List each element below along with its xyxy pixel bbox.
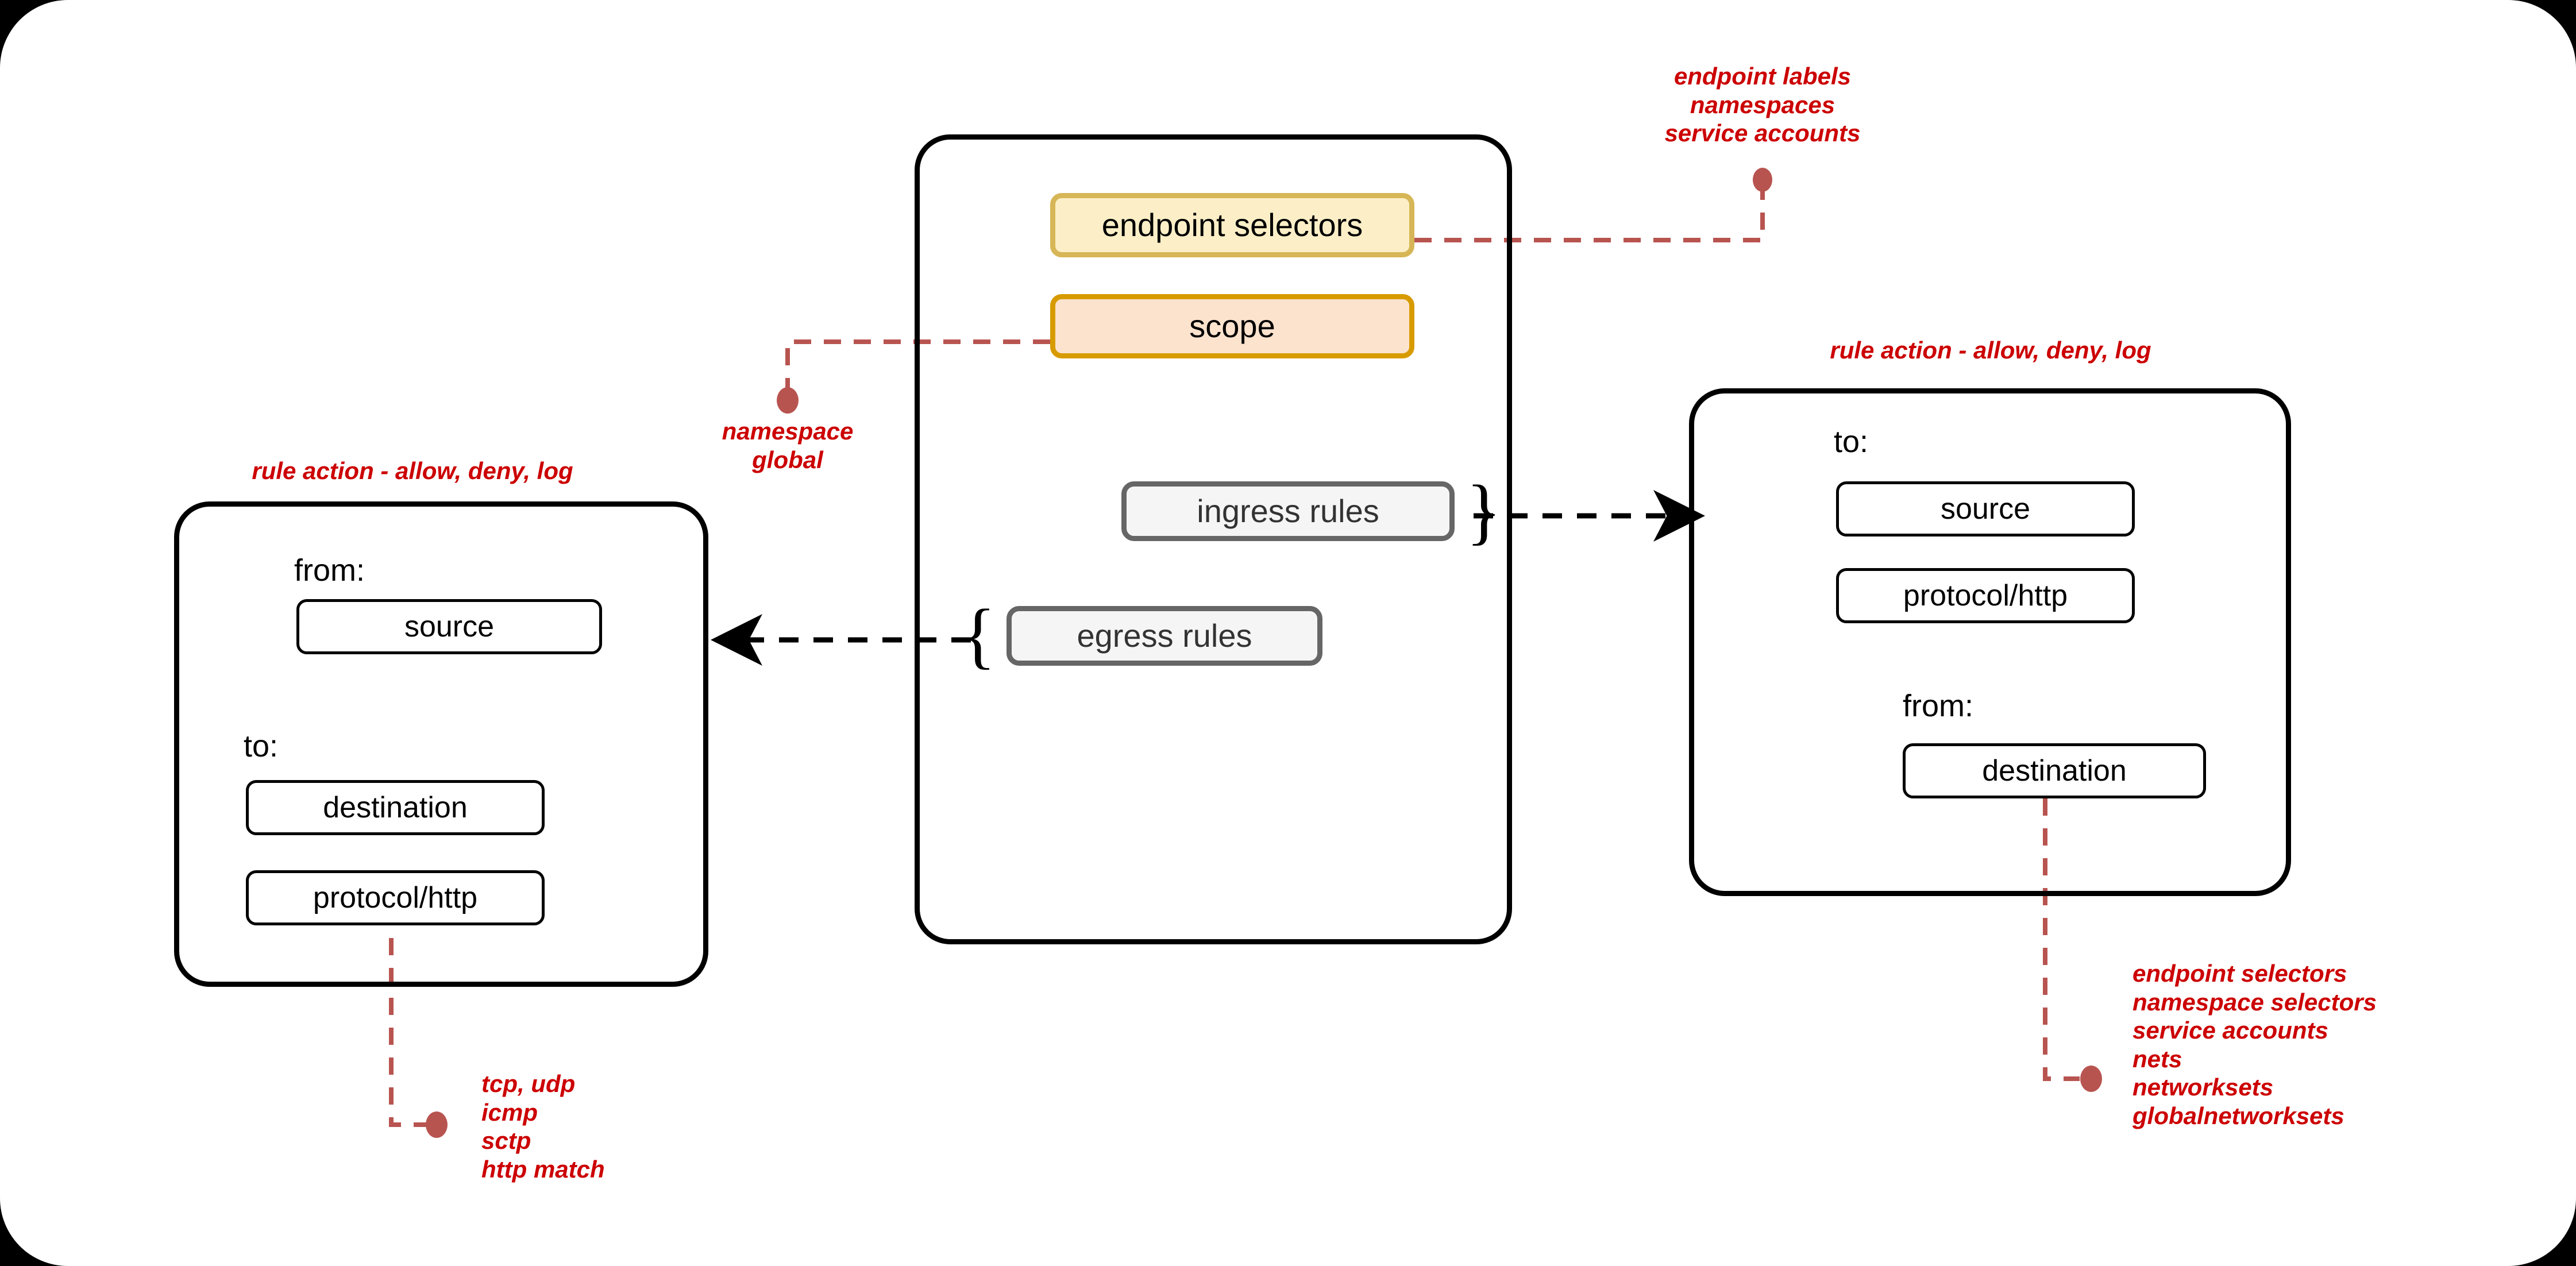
- scope-label: scope: [1189, 307, 1275, 344]
- egress-brace: {: [961, 595, 996, 676]
- endpoint-selectors-box[interactable]: endpoint selectors: [1050, 193, 1414, 257]
- egress-rules-label: egress rules: [1077, 617, 1252, 654]
- egress-rules-box[interactable]: egress rules: [1007, 606, 1322, 666]
- annotation-line: nets: [2132, 1045, 2182, 1072]
- ingress-to-source-box[interactable]: source: [1836, 481, 2135, 536]
- annotation-line: networksets: [2132, 1074, 2274, 1101]
- annotation-line: service accounts: [2132, 1017, 2328, 1044]
- annotation-destination: endpoint selectors namespace selectors s…: [2132, 959, 2569, 1130]
- annotation-line: tcp, udp: [481, 1070, 576, 1097]
- egress-heading-line: rule action - allow, deny, log: [252, 457, 573, 484]
- egress-from-label: from:: [294, 553, 365, 588]
- annotation-line: http match: [481, 1155, 605, 1183]
- ingress-from-destination-box[interactable]: destination: [1903, 743, 2206, 798]
- ingress-to-protocol-box[interactable]: protocol/http: [1836, 568, 2135, 623]
- scope-box[interactable]: scope: [1050, 294, 1414, 358]
- ingress-panel-heading: rule action - allow, deny, log: [1689, 336, 2292, 365]
- annotation-line: service accounts: [1664, 119, 1861, 147]
- annotation-line: namespaces: [1690, 91, 1835, 118]
- annotation-endpoint-selectors: endpoint labels namespaces service accou…: [1590, 62, 1935, 148]
- annotation-line: namespace: [722, 418, 854, 445]
- egress-to-protocol-label: protocol/http: [313, 881, 478, 914]
- ingress-rules-label: ingress rules: [1197, 492, 1379, 529]
- annotation-line: icmp: [481, 1098, 538, 1126]
- annotation-line: endpoint labels: [1673, 63, 1852, 90]
- ingress-brace: }: [1466, 470, 1502, 552]
- ingress-to-label: to:: [1834, 424, 1869, 459]
- ingress-rule-container: [1689, 388, 2291, 896]
- ingress-to-source-label: source: [1940, 492, 2031, 526]
- egress-to-protocol-box[interactable]: protocol/http: [246, 870, 545, 925]
- annotation-line: sctp: [481, 1127, 531, 1155]
- egress-panel-heading: rule action - allow, deny, log: [174, 457, 651, 485]
- policy-container: [915, 134, 1512, 944]
- ingress-from-label: from:: [1903, 689, 1974, 723]
- endpoint-selectors-label: endpoint selectors: [1101, 206, 1363, 243]
- ingress-from-destination-label: destination: [1982, 754, 2127, 788]
- annotation-line: globalnetworksets: [2132, 1102, 2344, 1129]
- ingress-to-protocol-label: protocol/http: [1903, 578, 2068, 612]
- ingress-rules-box[interactable]: ingress rules: [1121, 481, 1455, 541]
- egress-from-source-label: source: [404, 609, 495, 643]
- egress-to-label: to:: [244, 729, 279, 763]
- egress-to-destination-label: destination: [323, 790, 468, 824]
- annotation-protocol: tcp, udp icmp sctp http match: [481, 1070, 826, 1183]
- annotation-line: global: [752, 446, 823, 473]
- egress-from-source-box[interactable]: source: [296, 599, 602, 654]
- ingress-heading-line: rule action - allow, deny, log: [1830, 337, 2151, 364]
- annotation-line: namespace selectors: [2132, 988, 2377, 1016]
- annotation-line: endpoint selectors: [2132, 960, 2347, 987]
- egress-rule-container: [174, 501, 708, 987]
- annotation-scope: namespace global: [638, 417, 937, 474]
- egress-to-destination-box[interactable]: destination: [246, 780, 545, 835]
